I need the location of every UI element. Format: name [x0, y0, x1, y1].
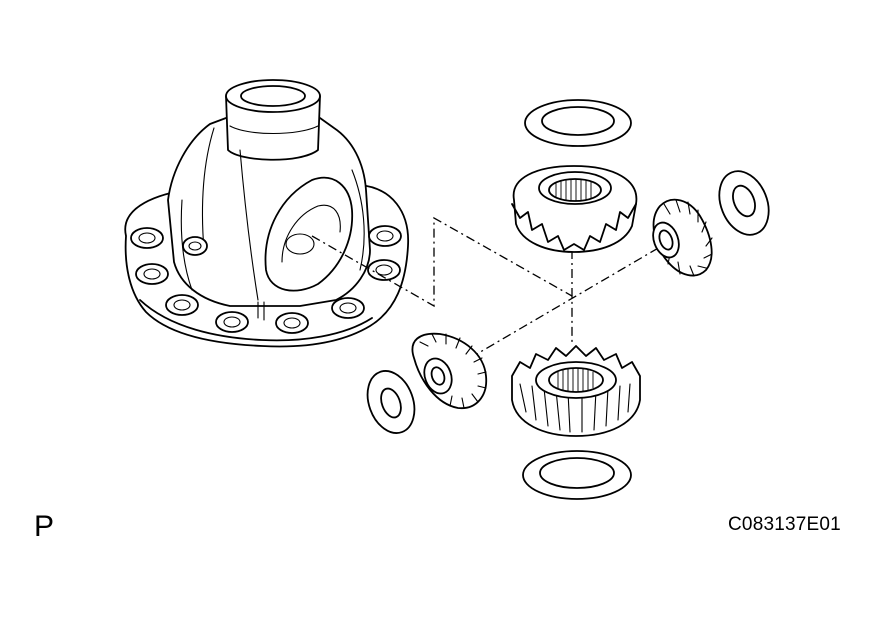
thrust-washer-icon [718, 170, 770, 236]
bevel-gear-icon [652, 198, 713, 277]
view-letter-label: P [34, 510, 55, 543]
bevel-gear-icon [411, 332, 488, 409]
assembly-guide-lines [311, 216, 673, 359]
bevel-gear-icon [511, 165, 638, 253]
thrust-washer-icon [524, 99, 632, 147]
figure-code-label: C083137E01 [728, 514, 841, 535]
case-bolt-holes [130, 225, 402, 334]
differential-case-icon [124, 79, 409, 348]
bevel-gear-icon [511, 345, 641, 437]
thrust-washer-icon [366, 370, 416, 434]
thrust-washer-icon [522, 450, 632, 500]
